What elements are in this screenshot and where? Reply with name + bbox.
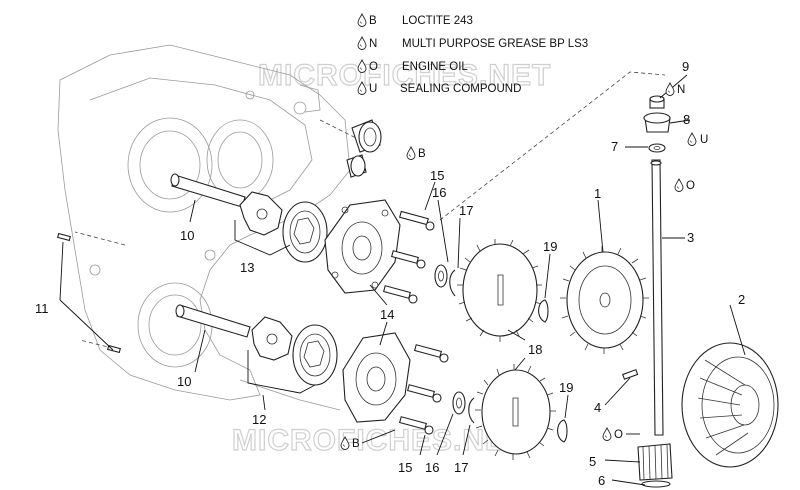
symbol-o: O bbox=[614, 429, 623, 441]
pinion-gear bbox=[637, 443, 673, 488]
callout-16-upper: 16 bbox=[432, 185, 446, 200]
callout-5: 5 bbox=[589, 454, 596, 469]
callout-17-lower: 17 bbox=[454, 460, 468, 475]
legend-text: ENGINE OIL bbox=[402, 61, 468, 73]
legend-symbol: O bbox=[369, 61, 378, 73]
legend-symbol: N bbox=[369, 38, 377, 50]
legend-item-u: U SEALING COMPOUND bbox=[357, 81, 521, 95]
main-shaft-assembly bbox=[643, 95, 671, 436]
callout-7: 7 bbox=[611, 139, 618, 154]
oil-drop-icon bbox=[357, 36, 367, 50]
screws bbox=[382, 210, 449, 435]
oil-drop-icon bbox=[602, 427, 612, 441]
legend-text: LOCTITE 243 bbox=[402, 15, 473, 27]
callout-10-lower: 10 bbox=[177, 374, 191, 389]
symbol-o: O bbox=[686, 180, 695, 192]
callout-16-lower: 16 bbox=[425, 460, 439, 475]
callout-14: 14 bbox=[380, 307, 394, 322]
legend-text: SEALING COMPOUND bbox=[400, 83, 521, 95]
callout-13: 13 bbox=[240, 260, 254, 275]
legend-item-n: N MULTI PURPOSE GREASE BP LS3 bbox=[357, 36, 588, 50]
legend-item-b: B LOCTITE 243 bbox=[357, 13, 473, 27]
legend-symbol: B bbox=[369, 15, 377, 27]
lower-cover-plate bbox=[342, 332, 411, 423]
legend-symbol: U bbox=[369, 83, 377, 95]
callout-18: 18 bbox=[528, 342, 542, 357]
leader-lines bbox=[59, 74, 746, 486]
callout-3: 3 bbox=[687, 230, 694, 245]
washers-and-clips bbox=[434, 264, 475, 424]
callout-9: 9 bbox=[682, 59, 689, 74]
callout-15-lower: 15 bbox=[398, 460, 412, 475]
callout-6: 6 bbox=[598, 473, 605, 488]
oil-drop-icon bbox=[357, 13, 367, 27]
legend-item-o: O ENGINE OIL bbox=[357, 59, 468, 73]
watermark-bottom: MICROFICHES.NET bbox=[232, 424, 525, 457]
callout-11: 11 bbox=[35, 301, 49, 316]
oil-drop-icon bbox=[665, 82, 675, 96]
bushing-parts bbox=[346, 119, 382, 178]
snap-rings bbox=[538, 299, 568, 443]
drive-gear bbox=[560, 246, 649, 354]
bevel-gear bbox=[681, 342, 779, 468]
oil-drop-icon bbox=[687, 132, 697, 146]
callout-4: 4 bbox=[594, 400, 601, 415]
callout-12: 12 bbox=[252, 412, 266, 427]
symbol-n: N bbox=[677, 84, 685, 96]
symbol-b: B bbox=[352, 438, 360, 450]
callout-labels: 1 2 3 4 5 6 7 8 9 10 10 11 12 13 14 15 1… bbox=[35, 59, 745, 488]
oil-drop-icon bbox=[674, 178, 684, 192]
pins bbox=[57, 232, 121, 354]
legend: B LOCTITE 243 N MULTI PURPOSE GREASE BP … bbox=[357, 13, 588, 95]
callout-19-lower: 19 bbox=[559, 380, 573, 395]
pump-gears bbox=[457, 239, 556, 460]
upper-pump-rotors bbox=[239, 191, 328, 263]
symbol-u: U bbox=[700, 134, 708, 146]
symbol-tags: N U O B B O bbox=[340, 82, 708, 450]
legend-text: MULTI PURPOSE GREASE BP LS3 bbox=[402, 38, 588, 50]
upper-cover-plate bbox=[324, 199, 401, 294]
callout-17-upper: 17 bbox=[459, 203, 473, 218]
callout-19-upper: 19 bbox=[543, 239, 557, 254]
callout-8: 8 bbox=[683, 112, 690, 127]
callout-15-upper: 15 bbox=[430, 168, 444, 183]
lower-pump-rotors bbox=[251, 316, 338, 386]
symbol-b: B bbox=[418, 148, 426, 160]
assembly-lines bbox=[74, 71, 666, 351]
callout-1: 1 bbox=[594, 186, 601, 201]
callout-2: 2 bbox=[738, 292, 745, 307]
pin-part bbox=[622, 369, 639, 380]
callout-10-upper: 10 bbox=[180, 228, 194, 243]
oil-drop-icon bbox=[406, 146, 416, 160]
